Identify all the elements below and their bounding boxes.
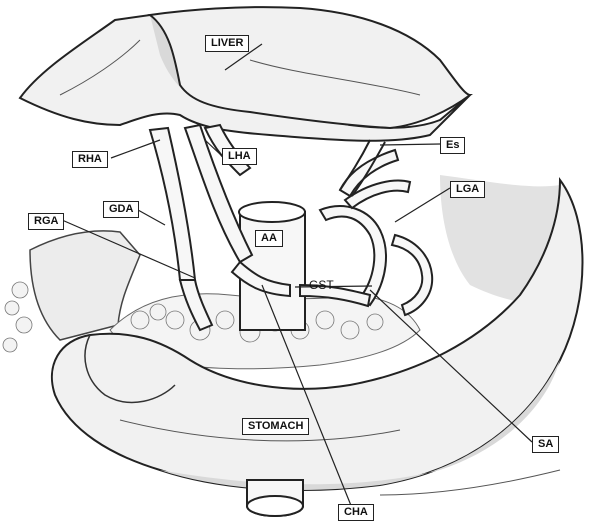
- stomach-label: STOMACH: [242, 418, 309, 435]
- es-label: Es: [440, 137, 465, 154]
- sa-label: SA: [532, 436, 559, 453]
- lha-label: LHA: [222, 148, 257, 165]
- liver-label: LIVER: [205, 35, 249, 52]
- rga-label: RGA: [28, 213, 64, 230]
- cha-label: CHA: [338, 504, 374, 521]
- gst-label: GST: [309, 278, 334, 292]
- lga-label: LGA: [450, 181, 485, 198]
- aa-label: AA: [255, 230, 283, 247]
- rha-label: RHA: [72, 151, 108, 168]
- gda-label: GDA: [103, 201, 139, 218]
- liver-drawing: [20, 7, 470, 141]
- vessels: [150, 125, 432, 330]
